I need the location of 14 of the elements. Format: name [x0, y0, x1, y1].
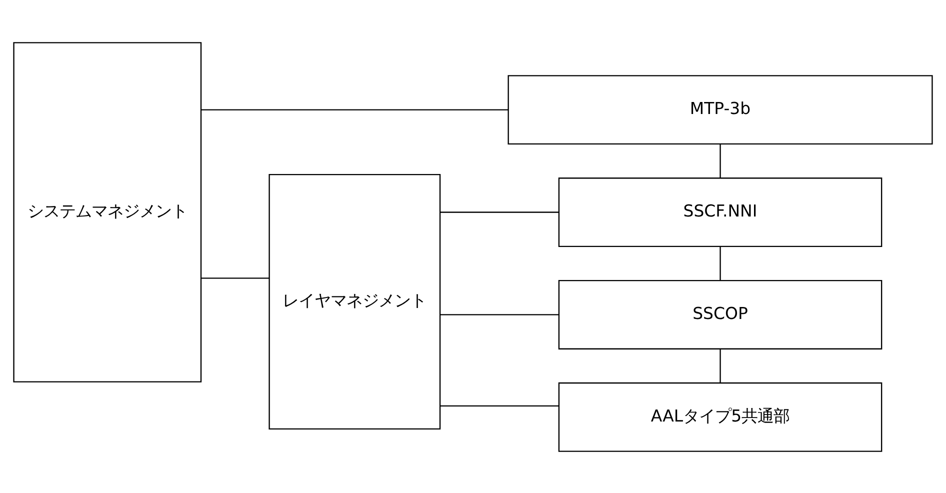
connector [720, 348, 721, 382]
connector [201, 277, 270, 278]
connector [440, 404, 559, 406]
connector [720, 144, 721, 178]
connector [440, 211, 559, 212]
node-box: システムマネジメント [13, 42, 202, 382]
node-box: SSCF.NNI [558, 177, 882, 246]
node-box: MTP-3b [508, 74, 933, 144]
connector [440, 314, 559, 315]
connector [720, 246, 721, 280]
connector [201, 108, 508, 110]
node-box: レイヤマネジメント [268, 174, 441, 429]
node-box: AALタイプ5共通部 [558, 382, 882, 452]
node-box: SSCOP [558, 279, 882, 349]
